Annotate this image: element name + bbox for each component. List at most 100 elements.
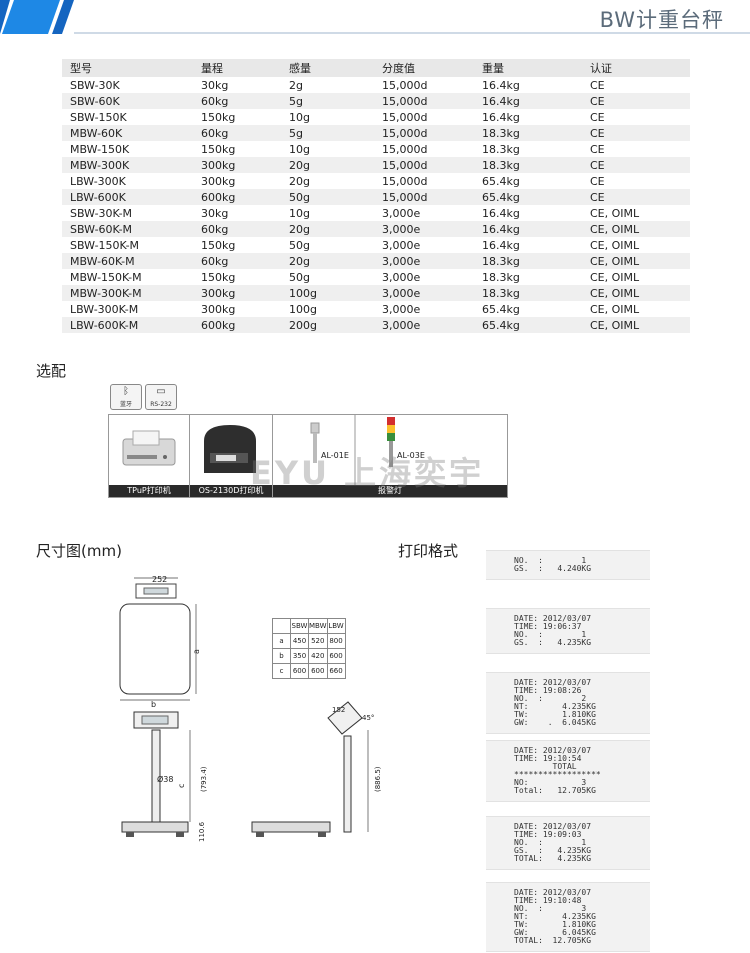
table-cell: 16.4kg xyxy=(482,222,520,236)
table-cell: 18.3kg xyxy=(482,126,520,140)
dimension-drawing: 252 a b Ø38 c (793.4) 110.6 152 45° (886… xyxy=(119,575,382,842)
table-cell: 16.4kg xyxy=(482,206,520,220)
table-cell: 10g xyxy=(289,110,310,124)
table-cell: 16.4kg xyxy=(482,110,520,124)
dimension-cell: 350 xyxy=(290,648,309,664)
col-header: 量程 xyxy=(201,62,223,75)
table-cell: SBW-30K xyxy=(70,78,120,92)
receipt-line: TOTAL: 4.235KG xyxy=(514,854,592,863)
table-cell: 18.3kg xyxy=(482,142,520,156)
table-cell: 3,000e xyxy=(382,270,421,284)
table-cell: SBW-150K-M xyxy=(70,238,140,252)
table-cell: CE xyxy=(590,94,605,108)
receipt-line: GS. : 4.235KG xyxy=(514,846,592,855)
table-cell: 65.4kg xyxy=(482,302,520,316)
table-cell: SBW-150K xyxy=(70,110,127,124)
bluetooth-icon: ᛒ xyxy=(123,386,129,397)
table-cell: 150kg xyxy=(201,238,236,252)
page-title: BW计重台秤 xyxy=(599,8,724,32)
col-header: 型号 xyxy=(70,62,92,75)
table-cell: LBW-600K xyxy=(70,190,126,204)
table-cell: CE, OIML xyxy=(590,286,640,300)
dimension-cell: 450 xyxy=(290,633,309,649)
alarm-tag: AL-01E xyxy=(321,451,349,460)
accessory-alarm-lights: AL-01E AL-03E 报警灯 xyxy=(273,415,507,497)
receipt-line: NO. : 1 xyxy=(514,838,587,847)
table-cell: 15,000d xyxy=(382,126,428,140)
table-cell: 3,000e xyxy=(382,222,421,236)
table-cell: 60kg xyxy=(201,222,229,236)
dim-col-header xyxy=(272,618,291,634)
accessory-os2130d-printer: OS-2130D打印机 xyxy=(190,415,273,497)
receipt-line: NO. : 1 xyxy=(514,630,587,639)
table-cell: CE xyxy=(590,174,605,188)
alarm-tag: AL-03E xyxy=(397,451,425,460)
table-cell: 15,000d xyxy=(382,94,428,108)
receipt-line: DATE: 2012/03/07 xyxy=(514,822,592,831)
table-cell: 30kg xyxy=(201,78,229,92)
table-cell: CE xyxy=(590,158,605,172)
dim-h1: (793.4) xyxy=(200,766,208,792)
col-header: 感量 xyxy=(289,62,311,75)
table-cell: LBW-300K xyxy=(70,174,126,188)
interface-label: RS-232 xyxy=(150,401,172,408)
table-cell: MBW-60K-M xyxy=(70,254,135,268)
dimension-cell: a xyxy=(272,633,291,649)
table-cell: 5g xyxy=(289,126,303,140)
dim-col-header: SBW xyxy=(290,618,309,634)
table-cell: 150kg xyxy=(201,270,236,284)
receipt-line: DATE: 2012/03/07 xyxy=(514,614,592,623)
receipt-line: NO. : 2 xyxy=(514,694,587,703)
table-cell: 16.4kg xyxy=(482,94,520,108)
table-cell: 60kg xyxy=(201,254,229,268)
table-cell: 3,000e xyxy=(382,318,421,332)
dimensions-title: 尺寸图(mm) xyxy=(36,542,122,560)
receipt-line: TIME: 19:06:37 xyxy=(514,622,582,631)
table-cell: 15,000d xyxy=(382,190,428,204)
receipt-line: NO: 3 xyxy=(514,778,587,787)
receipt-line: TW: 1.810KG xyxy=(514,920,596,929)
table-cell: MBW-60K xyxy=(70,126,123,140)
dimension-cell: 600 xyxy=(290,663,309,679)
table-cell: 60kg xyxy=(201,94,229,108)
table-cell: CE xyxy=(590,190,605,204)
receipt-line: TOTAL: 12.705KG xyxy=(514,936,592,945)
table-cell: 300kg xyxy=(201,158,236,172)
header-decoration xyxy=(0,0,750,34)
receipt-line: TIME: 19:10:54 xyxy=(514,754,582,763)
receipt-line: Total: 12.705KG xyxy=(514,786,596,795)
dim-angle: 45° xyxy=(362,714,374,722)
table-cell: 300kg xyxy=(201,286,236,300)
table-cell: 18.3kg xyxy=(482,158,520,172)
print-format-title: 打印格式 xyxy=(398,542,459,560)
table-cell: CE, OIML xyxy=(590,222,640,236)
table-cell: CE, OIML xyxy=(590,270,640,284)
dim-base: 110.6 xyxy=(198,821,206,842)
table-cell: 100g xyxy=(289,302,317,316)
table-cell: 20g xyxy=(289,158,310,172)
table-cell: 15,000d xyxy=(382,158,428,172)
table-cell: 200g xyxy=(289,318,317,332)
table-cell: 50g xyxy=(289,270,310,284)
table-cell: 300kg xyxy=(201,302,236,316)
receipt-line: TIME: 19:10:48 xyxy=(514,896,582,905)
table-cell: 600kg xyxy=(201,190,236,204)
rs232-port-icon: ▭ xyxy=(156,386,166,397)
receipt-line: DATE: 2012/03/07 xyxy=(514,746,592,755)
options-title: 选配 xyxy=(36,362,67,380)
